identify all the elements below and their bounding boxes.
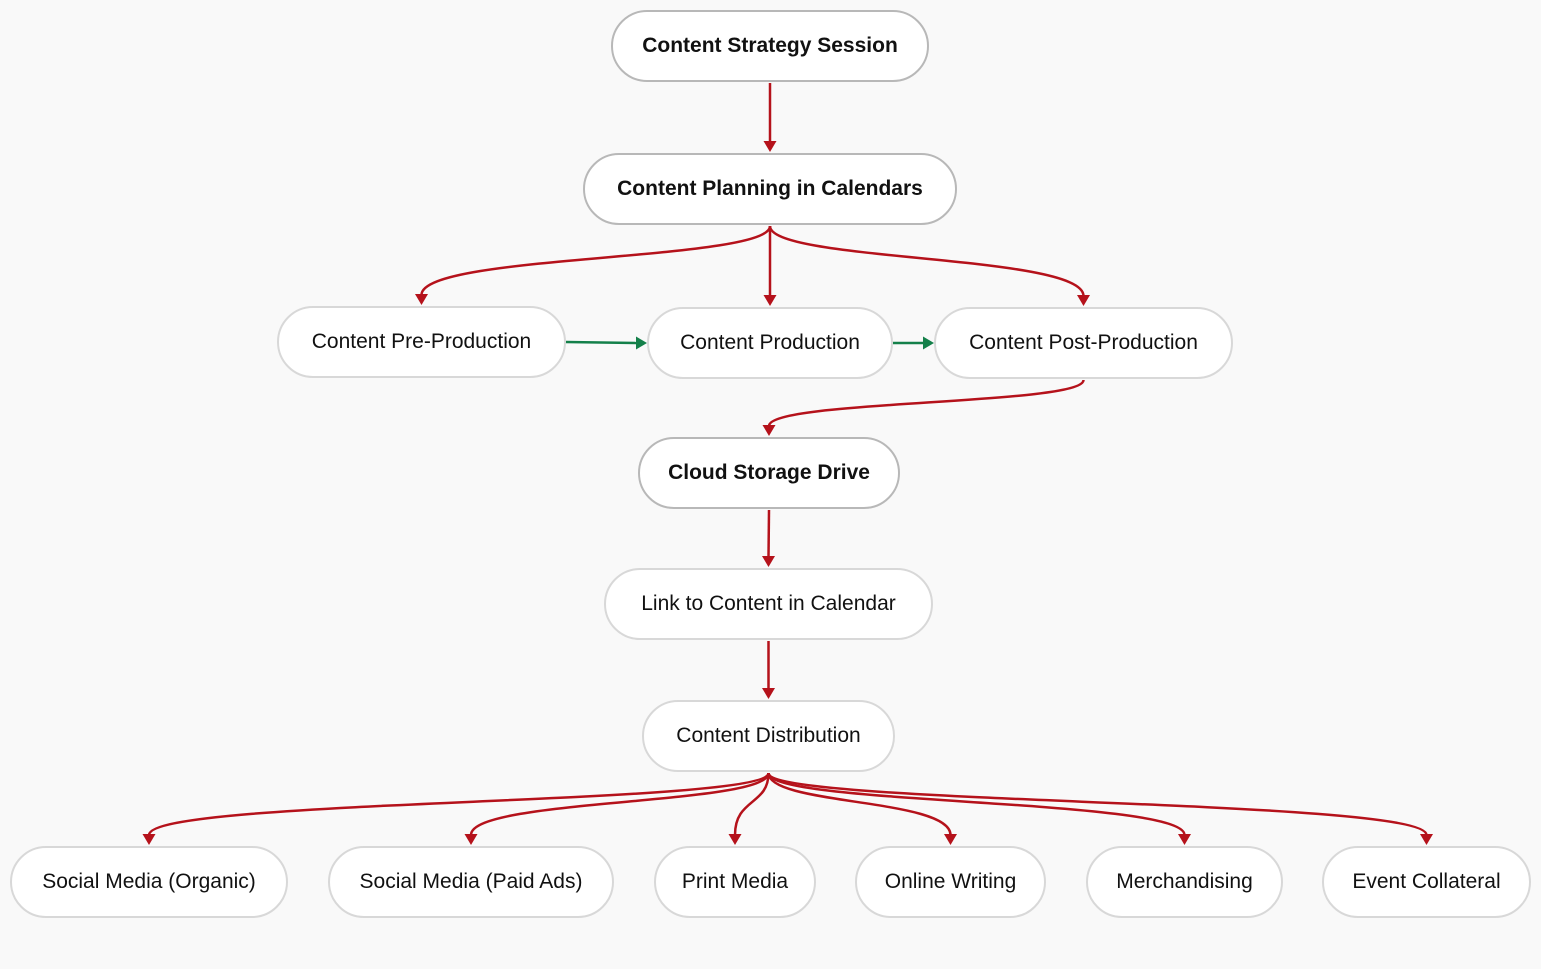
node-label: Content Strategy Session [642, 34, 898, 57]
node-link-to-content: Link to Content in Calendar [604, 568, 933, 640]
edge-distribution-to-social-organic-arrowhead [142, 834, 156, 845]
edge-distribution-to-social-paid-arrowhead [464, 834, 478, 845]
node-online-writing: Online Writing [855, 846, 1046, 918]
node-content-strategy-session: Content Strategy Session [611, 10, 929, 82]
node-label: Cloud Storage Drive [668, 461, 870, 484]
node-event-collateral: Event Collateral [1322, 846, 1531, 918]
node-label: Print Media [681, 870, 789, 893]
edge-cloud-storage-to-link-to-content [767, 509, 771, 558]
node-label: Content Planning in Calendars [617, 177, 923, 200]
edge-distribution-to-merchandising [767, 772, 1186, 836]
node-social-media-paid-ads: Social Media (Paid Ads) [328, 846, 614, 918]
edge-distribution-to-print-media-arrowhead [728, 834, 742, 845]
edge-planning-to-post-production [768, 225, 1085, 297]
node-label: Content Distribution [676, 724, 861, 747]
edge-distribution-to-social-paid [469, 772, 770, 836]
edge-post-production-to-cloud-storage [767, 379, 1085, 427]
edge-post-production-to-cloud-storage-arrowhead [762, 425, 776, 436]
node-content-distribution: Content Distribution [642, 700, 895, 772]
edge-distribution-to-online-writing-arrowhead [944, 834, 957, 845]
node-label: Event Collateral [1352, 870, 1501, 893]
node-label: Content Production [680, 331, 860, 354]
node-label: Social Media (Organic) [42, 870, 256, 893]
node-content-post-production: Content Post-Production [934, 307, 1233, 379]
edge-strategy-to-planning-arrowhead [763, 141, 777, 152]
edge-distribution-to-merchandising-arrowhead [1178, 834, 1191, 845]
node-social-media-organic: Social Media (Organic) [10, 846, 288, 918]
node-content-production: Content Production [647, 307, 893, 379]
node-label: Link to Content in Calendar [641, 592, 896, 615]
node-content-pre-production: Content Pre-Production [277, 306, 566, 378]
edge-distribution-to-event-collateral-arrowhead [1420, 834, 1433, 845]
edge-pre-production-to-production-arrowhead [636, 336, 647, 350]
edge-link-to-content-to-distribution-arrowhead [762, 688, 775, 699]
edge-distribution-to-social-organic [147, 772, 770, 836]
edge-distribution-to-event-collateral [767, 771, 1428, 836]
node-label: Online Writing [884, 870, 1017, 893]
edge-planning-to-pre-production [420, 225, 772, 296]
edge-distribution-to-print-media [733, 772, 770, 836]
edge-planning-to-pre-production-arrowhead [415, 294, 428, 305]
node-label: Content Pre-Production [311, 330, 532, 353]
edge-planning-to-production-arrowhead [763, 295, 777, 306]
edge-production-to-post-production-arrowhead [923, 336, 934, 350]
edge-pre-production-to-production [565, 340, 638, 345]
edge-planning-to-post-production-arrowhead [1077, 295, 1090, 306]
node-label: Content Post-Production [969, 331, 1198, 354]
edge-cloud-storage-to-link-to-content-arrowhead [762, 556, 775, 567]
node-label: Merchandising [1116, 870, 1253, 893]
node-merchandising: Merchandising [1086, 846, 1283, 918]
edge-distribution-to-online-writing [767, 772, 952, 836]
node-content-planning: Content Planning in Calendars [583, 153, 957, 225]
node-print-media: Print Media [654, 846, 816, 918]
node-label: Social Media (Paid Ads) [359, 870, 583, 893]
node-cloud-storage-drive: Cloud Storage Drive [638, 437, 900, 509]
